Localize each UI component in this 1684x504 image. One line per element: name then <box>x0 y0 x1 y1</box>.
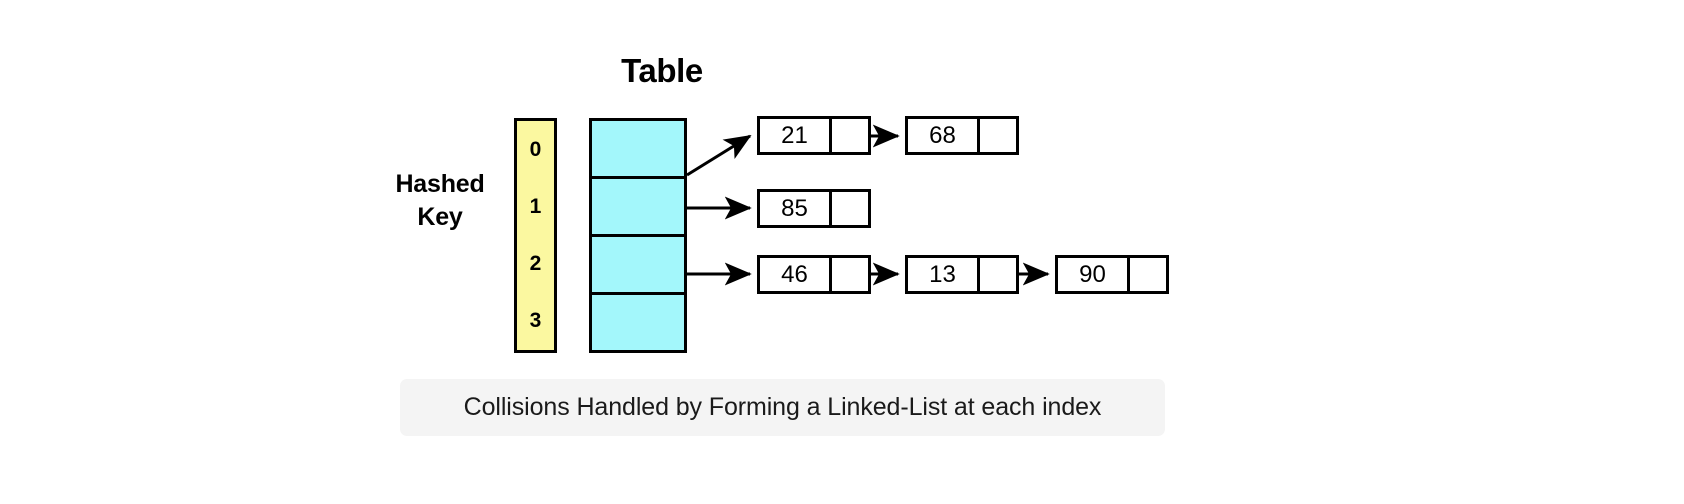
list-node-68: 68 <box>905 116 1019 155</box>
bucket-cell-0 <box>592 121 684 179</box>
list-node-90: 90 <box>1055 255 1169 294</box>
list-node-68-value: 68 <box>908 119 981 152</box>
hashed-key-column: 0 1 2 3 <box>514 118 557 353</box>
list-node-85-value: 85 <box>760 192 833 225</box>
table-bucket-column <box>589 118 687 353</box>
hashed-key-label-line1: Hashed <box>395 170 485 198</box>
list-node-13: 13 <box>905 255 1019 294</box>
bucket-cell-2 <box>592 237 684 295</box>
list-node-90-pointer-null <box>1130 258 1166 291</box>
list-node-85: 85 <box>757 189 871 228</box>
list-node-46-pointer <box>832 258 868 291</box>
hashed-key-label: Hashed Key <box>380 168 500 234</box>
key-cell-2: 2 <box>529 252 542 276</box>
caption-box: Collisions Handled by Forming a Linked-L… <box>400 379 1165 436</box>
list-node-68-pointer-null <box>980 119 1016 152</box>
list-node-21-value: 21 <box>760 119 833 152</box>
list-node-85-pointer-null <box>832 192 868 225</box>
list-node-90-value: 90 <box>1058 258 1131 291</box>
list-node-46-value: 46 <box>760 258 833 291</box>
key-cell-3: 3 <box>529 309 542 333</box>
key-cell-0: 0 <box>529 137 542 161</box>
bucket-cell-3 <box>592 295 684 350</box>
list-node-21: 21 <box>757 116 871 155</box>
list-node-13-pointer <box>980 258 1016 291</box>
key-cell-1: 1 <box>529 194 542 218</box>
caption-text: Collisions Handled by Forming a Linked-L… <box>463 393 1102 421</box>
hashed-key-label-line2: Key <box>417 203 463 231</box>
list-node-21-pointer <box>832 119 868 152</box>
bucket-cell-1 <box>592 179 684 237</box>
list-node-13-value: 13 <box>908 258 981 291</box>
table-title: Table <box>621 52 703 89</box>
arrow-bucket0-to-node-21 <box>686 134 752 177</box>
list-node-46: 46 <box>757 255 871 294</box>
